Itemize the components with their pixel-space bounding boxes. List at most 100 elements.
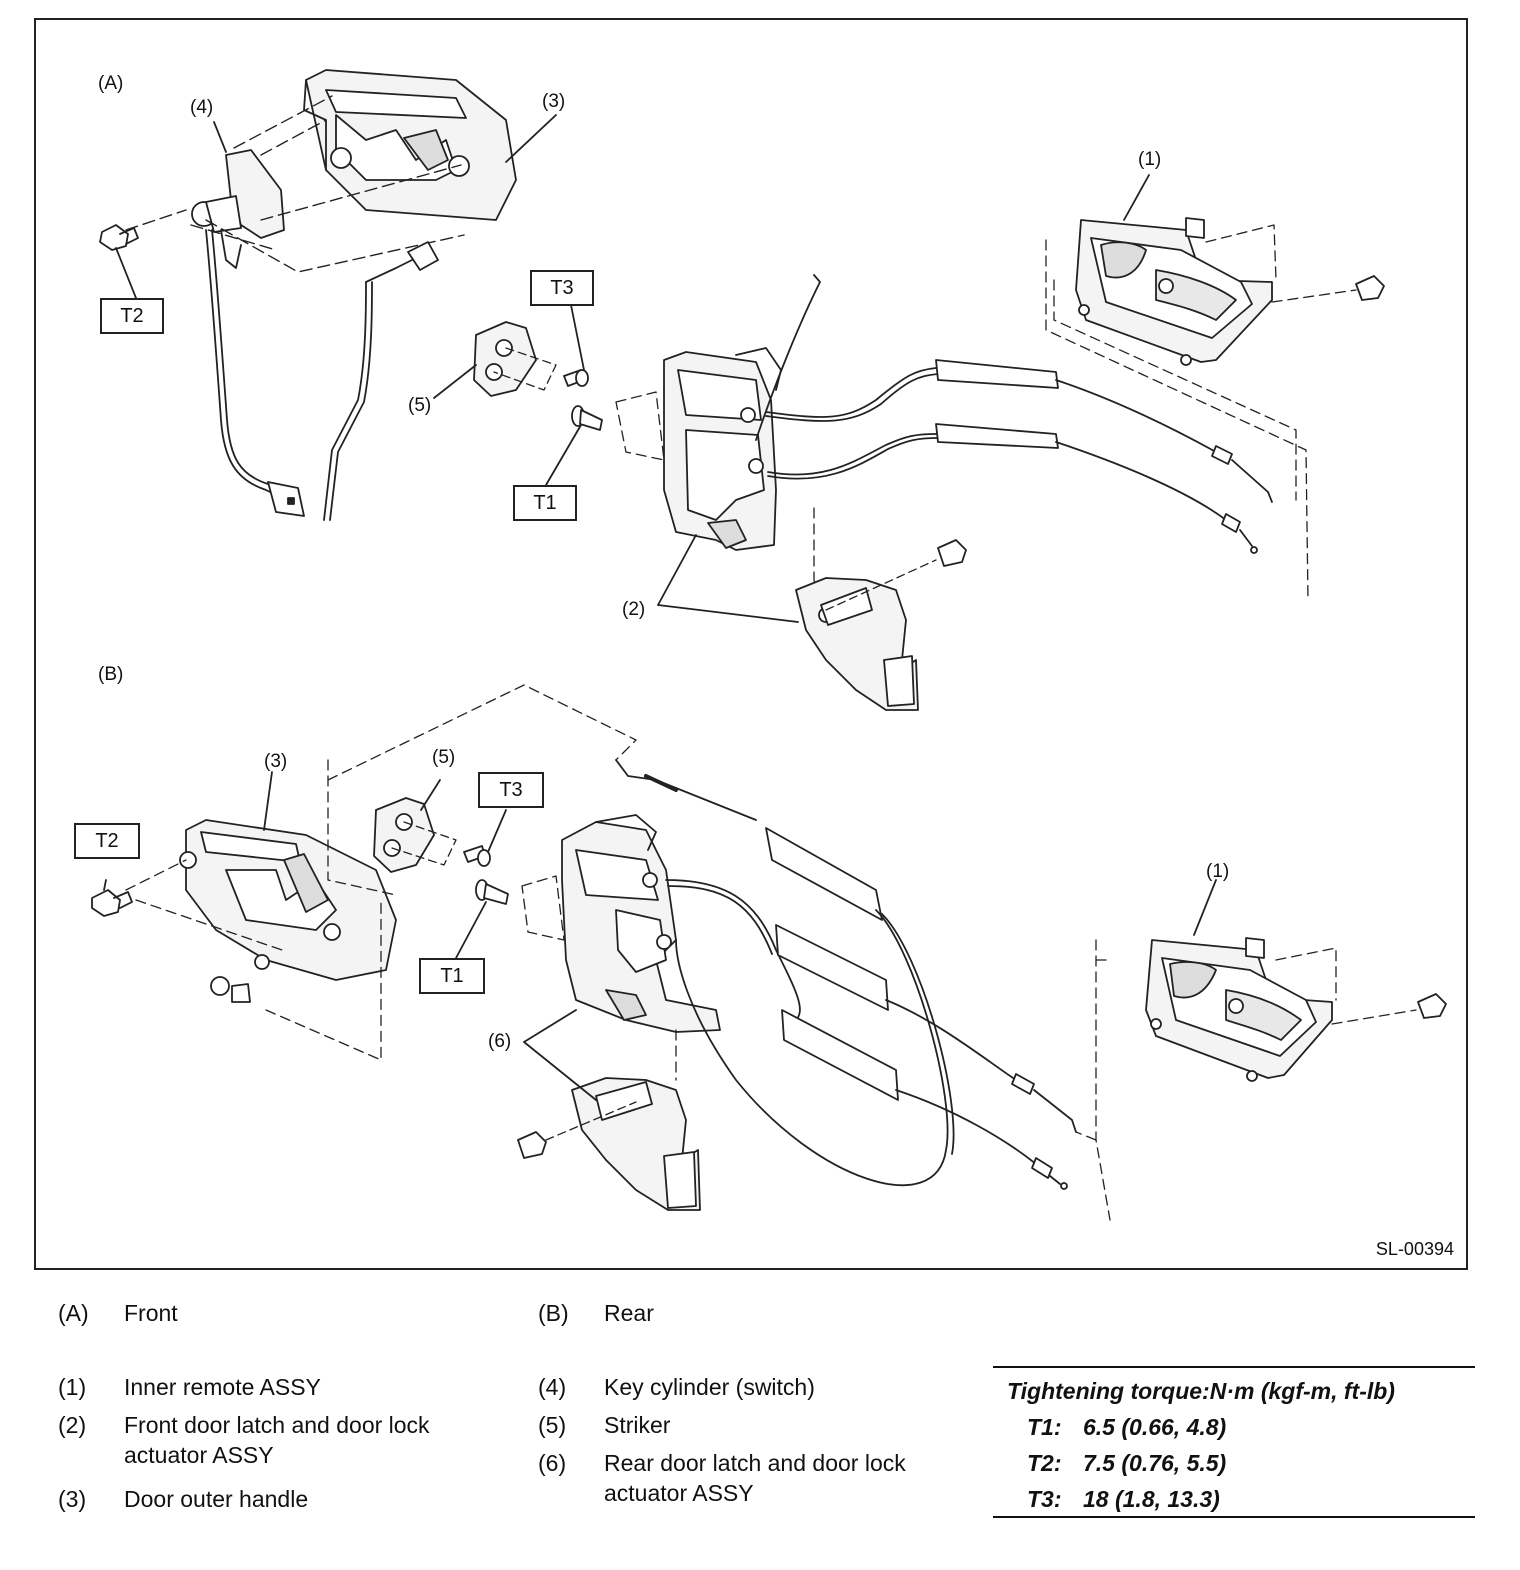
front-latch-rod [755, 274, 821, 441]
legend-item-2: (2) Front door latch and door lock actua… [58, 1410, 498, 1474]
front-handle-guides [125, 95, 465, 273]
legend-code: (A) [58, 1300, 89, 1326]
front-outer-handle [303, 69, 517, 221]
rear-door-latch [561, 814, 721, 1033]
rear-remote-guides [1075, 939, 1417, 1221]
torque-tag-b-t1: T1 [419, 958, 485, 994]
torque-key: T1: [1027, 1414, 1062, 1440]
front-key-cylinder [191, 149, 285, 269]
front-keycyl-callout-leader [213, 121, 227, 153]
front-t3-screw [563, 369, 589, 387]
rear-outer-handle [179, 819, 397, 981]
legend-item-1: (1) Inner remote ASSY [58, 1372, 498, 1404]
callout-a5: (5) [408, 395, 432, 416]
legend-item-rear: (B) Rear [538, 1298, 958, 1330]
front-remote-screw [1355, 275, 1385, 301]
legend-text: Inner remote ASSY [124, 1374, 321, 1400]
callout-b5: (5) [432, 747, 456, 768]
callout-a1: (1) [1138, 149, 1162, 170]
front-t1-screw [571, 405, 603, 431]
legend-code: (5) [538, 1412, 567, 1438]
front-t2-leader [115, 247, 137, 299]
callout-a2: (2) [622, 599, 646, 620]
legend-item-front: (A) Front [58, 1298, 478, 1330]
front-actuator-bolt [937, 539, 967, 567]
legend-text: Striker [604, 1412, 671, 1438]
rear-actuator-guide [545, 1101, 637, 1141]
rear-t2-bolt [91, 889, 133, 917]
legend-item-4: (4) Key cylinder (switch) [538, 1372, 958, 1404]
callout-b1: (1) [1206, 861, 1230, 882]
front-remote-callout-leader [1123, 174, 1150, 221]
torque-tag-a-t1: T1 [513, 485, 577, 521]
legend-text: Rear [604, 1300, 654, 1326]
legend-code: (2) [58, 1412, 87, 1438]
torque-value: 7.5 (0.76, 5.5) [1083, 1450, 1227, 1476]
front-t2-bolt [99, 224, 139, 251]
torque-tag-b-t2: T2 [74, 823, 140, 859]
rear-striker-callout-leader [420, 779, 441, 811]
rear-cables [615, 759, 1077, 1190]
diagram-artwork [91, 69, 1447, 1221]
rear-striker [373, 797, 457, 873]
rear-t3-screw [463, 845, 491, 867]
rear-actuator-bolt [517, 1131, 547, 1159]
front-remote-guides [1045, 224, 1357, 601]
legend-item-3: (3) Door outer handle [58, 1484, 498, 1516]
torque-table: Tightening torque:N·m (kgf-m, ft-lb) T1:… [993, 1366, 1475, 1518]
section-label-rear: (B) [98, 664, 124, 685]
legend-text: Front [124, 1300, 178, 1326]
legend-text: Key cylinder (switch) [604, 1374, 815, 1400]
rear-lock-actuator [571, 1077, 701, 1211]
front-t3-leader [570, 304, 585, 371]
callout-a3: (3) [542, 91, 566, 112]
legend-item-6: (6) Rear door latch and door lock actuat… [538, 1448, 958, 1512]
rear-t3-leader [487, 809, 507, 853]
legend-text: Rear door latch and door lock actuator A… [604, 1450, 906, 1506]
front-door-latch [663, 347, 782, 551]
figure-id: SL-00394 [1375, 1239, 1454, 1259]
rear-latch-guides [521, 875, 677, 1081]
front-inner-remote [1075, 217, 1273, 366]
torque-key: T2: [1027, 1450, 1062, 1476]
front-t1-leader [545, 424, 582, 486]
rear-t1-leader [455, 901, 487, 959]
legend-code: (6) [538, 1450, 567, 1476]
rear-handle-callout-leader [263, 771, 273, 831]
rear-handle-guides [125, 684, 637, 1061]
front-actuator-guide [825, 559, 937, 611]
front-handle-callout-leader [505, 114, 557, 163]
legend-text: Door outer handle [124, 1486, 309, 1512]
rear-t1-screw [475, 879, 509, 905]
exploded-diagram: (A) (B) (1) (2) (3) (4) (5) (1) (3) (5) … [34, 18, 1468, 1270]
legend-code: (1) [58, 1374, 87, 1400]
front-striker-callout-leader [433, 364, 477, 399]
rear-remote-screw [1417, 993, 1447, 1019]
rear-latch-callout-leaders [523, 1009, 597, 1101]
front-latch-callout-leaders [657, 534, 799, 623]
rear-handle-small-part [210, 976, 251, 1003]
torque-heading: Tightening torque:N·m (kgf-m, ft-lb) [1007, 1378, 1395, 1404]
front-key-rod [205, 229, 305, 517]
torque-tag-a-t3: T3 [530, 270, 594, 306]
callout-b6: (6) [488, 1031, 512, 1052]
torque-value: 6.5 (0.66, 4.8) [1083, 1414, 1227, 1440]
rear-t2-leader [103, 879, 107, 891]
legend-code: (B) [538, 1300, 569, 1326]
torque-key: T3: [1027, 1486, 1062, 1512]
callout-a4: (4) [190, 97, 214, 118]
front-lock-actuator [795, 577, 919, 711]
legend-item-5: (5) Striker [538, 1410, 958, 1442]
torque-value: 18 (1.8, 13.3) [1083, 1486, 1220, 1512]
legend-code: (4) [538, 1374, 567, 1400]
legend-code: (3) [58, 1486, 87, 1512]
section-label-front: (A) [98, 73, 124, 94]
front-long-rod [323, 241, 439, 521]
torque-tag-a-t2: T2 [100, 298, 164, 334]
rear-remote-callout-leader [1193, 879, 1217, 936]
rear-inner-remote [1145, 937, 1333, 1082]
legend-text: Front door latch and door lock actuator … [124, 1412, 430, 1468]
torque-tag-b-t3: T3 [478, 772, 544, 808]
front-striker [473, 321, 557, 397]
callout-b3: (3) [264, 751, 288, 772]
